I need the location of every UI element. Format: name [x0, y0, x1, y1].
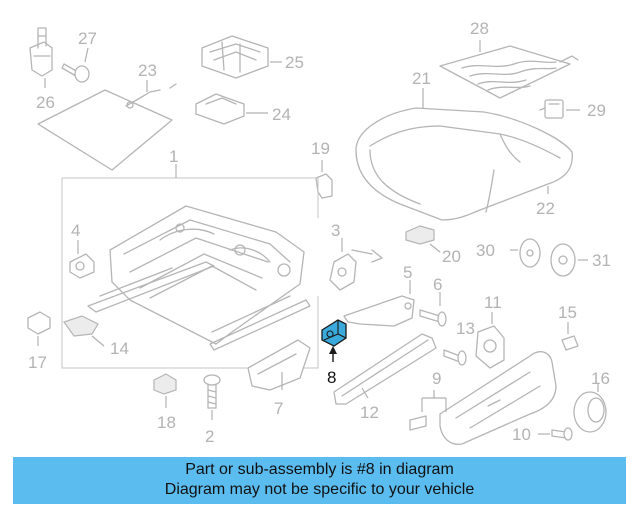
- part-29-connector: [539, 99, 564, 119]
- part-6-bolt: [419, 309, 447, 327]
- callout-5: 5: [403, 263, 412, 282]
- callout-20: 20: [442, 247, 461, 266]
- callout-3: 3: [331, 221, 340, 240]
- callout-22: 22: [536, 199, 555, 218]
- part-31-disc: [550, 243, 576, 277]
- parts-diagram: 26 27 23 25 24 28 29: [27, 19, 611, 446]
- callout-28: 28: [470, 19, 489, 38]
- part-16-knob: [573, 391, 607, 433]
- callout-6: 6: [433, 275, 442, 294]
- callout-24: 24: [272, 105, 291, 124]
- part-25-module: [201, 35, 269, 79]
- callout-7: 7: [274, 399, 283, 418]
- callout-26: 26: [36, 93, 55, 112]
- part-27-screw: [61, 63, 90, 83]
- part-20-stopper: [405, 225, 435, 245]
- callout-14: 14: [110, 339, 129, 358]
- callout-9: 9: [432, 369, 441, 388]
- callout-29: 29: [587, 101, 606, 120]
- part-9-trim: [439, 351, 557, 445]
- caption-line-2: Diagram may not be specific to your vehi…: [164, 481, 475, 498]
- part-23-mat: [37, 83, 177, 171]
- part-12-rail: [333, 333, 437, 405]
- part-4-motor: [69, 253, 95, 279]
- callout-15: 15: [558, 303, 577, 322]
- part-1-frame: [87, 205, 311, 351]
- callout-27: 27: [78, 29, 97, 48]
- callout-16: 16: [591, 369, 610, 388]
- callout-8-highlighted: 8: [327, 368, 336, 387]
- part-30-disc: [519, 238, 541, 268]
- part-14-trim: [63, 315, 99, 337]
- callout-11: 11: [484, 293, 502, 312]
- part-2-bolt: [203, 374, 221, 409]
- part-26-bracket: [29, 27, 53, 77]
- part-8-highlighted: [321, 319, 347, 347]
- callout-25: 25: [285, 53, 304, 72]
- callout-19: 19: [311, 139, 330, 158]
- part-24-sensor: [195, 93, 245, 125]
- callout-13: 13: [456, 319, 475, 338]
- callout-17: 17: [28, 353, 47, 372]
- part-13-bolt: [443, 349, 467, 366]
- part-18-clip: [153, 373, 177, 395]
- part-3-recliner: [329, 249, 383, 291]
- part-28-pad: [439, 45, 579, 99]
- part-21-cushion: [355, 107, 573, 221]
- callout-2: 2: [205, 427, 214, 446]
- part-5-link: [343, 295, 415, 327]
- caption-banner: Part or sub-assembly is #8 in diagram Di…: [13, 457, 626, 504]
- part-17-cap: [27, 311, 51, 335]
- callout-30: 30: [476, 241, 495, 260]
- callout-18: 18: [157, 413, 176, 432]
- part-11-plate: [475, 325, 505, 369]
- callout-10: 10: [512, 425, 531, 444]
- part-15-clip: [561, 335, 579, 351]
- callout-4: 4: [71, 221, 80, 240]
- callout-1: 1: [169, 147, 178, 166]
- part-7-shield: [247, 339, 311, 391]
- caption-line-1: Part or sub-assembly is #8 in diagram: [185, 461, 454, 478]
- part-10-screw: [551, 427, 573, 441]
- callout-12: 12: [360, 403, 379, 422]
- callout-23: 23: [138, 61, 157, 80]
- callout-21: 21: [412, 69, 431, 88]
- callout-31: 31: [592, 251, 611, 270]
